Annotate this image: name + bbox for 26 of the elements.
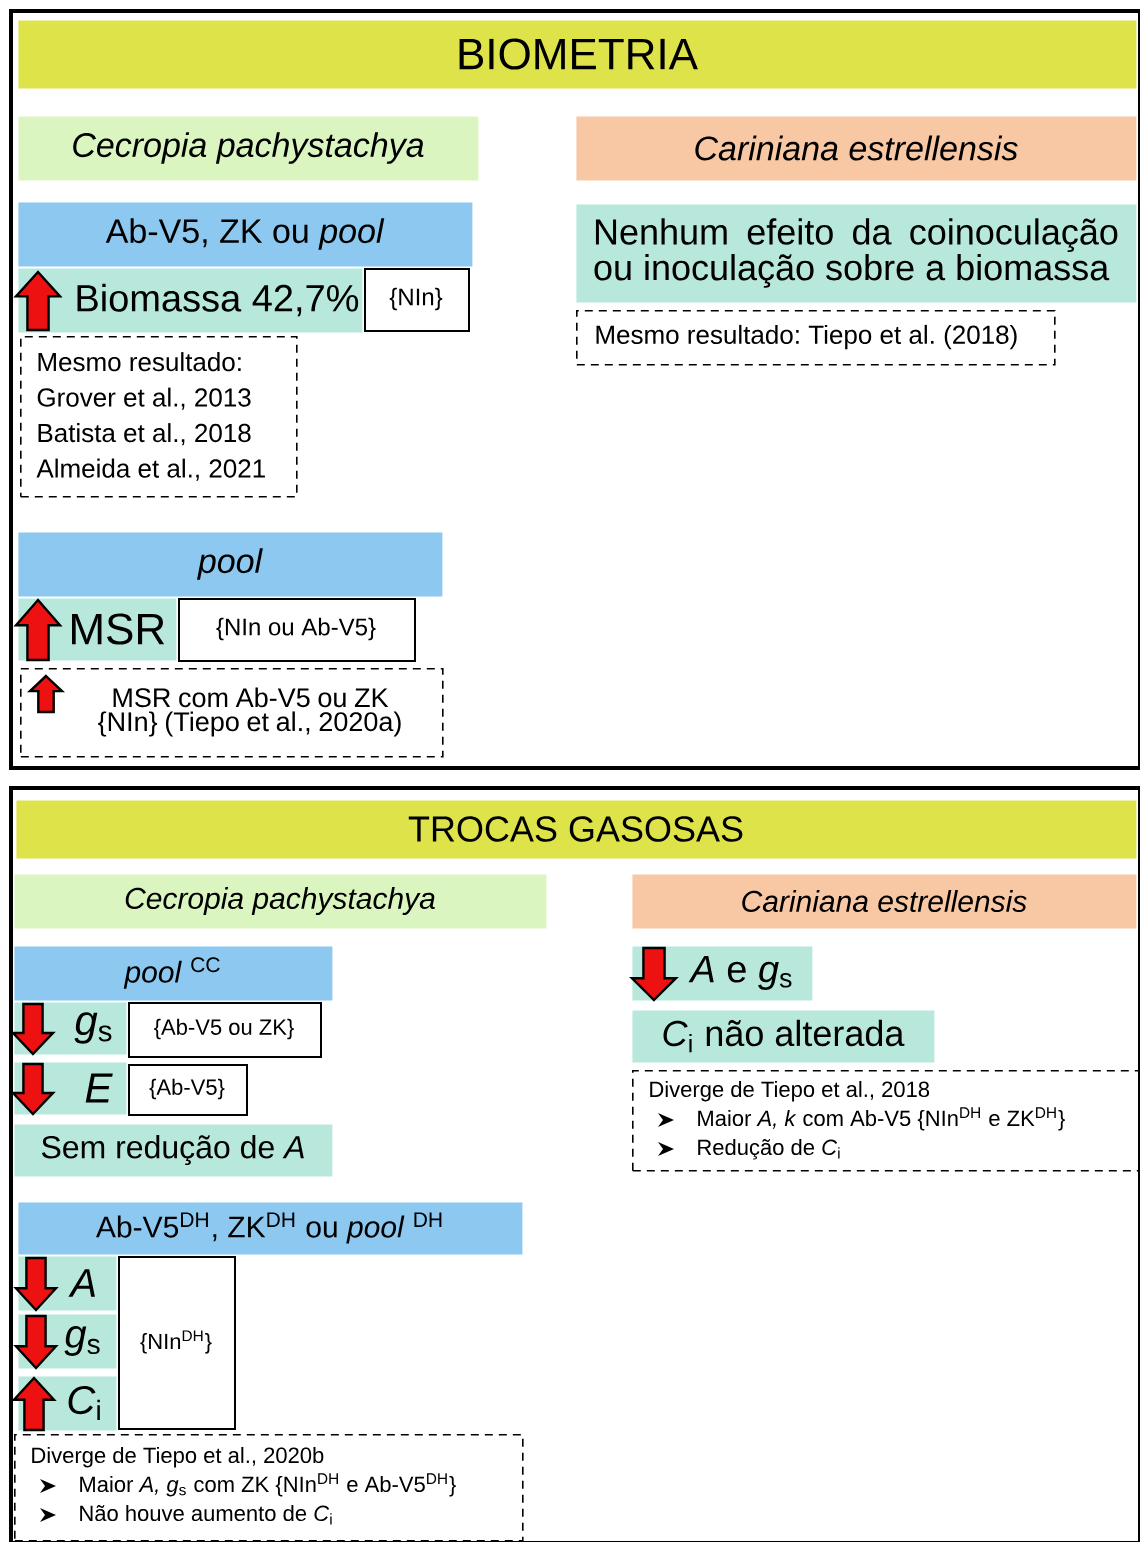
title-band: TROCAS GASOSAS: [16, 800, 1137, 859]
condition-box: {NIn$^{DH}$}: [118, 1256, 236, 1430]
species-band: Cecropia pachystachya: [14, 874, 547, 929]
treatment-band: pool $^{CC}$: [14, 946, 333, 1001]
species-band: Cecropia pachystachya: [18, 116, 479, 181]
panel-frame: [9, 9, 1140, 770]
condition-box: {Ab-V5}: [128, 1064, 248, 1116]
note-box: Diverge de Tiepo et al., 2020b Maior A, g$_{s}$ com ZK {NIn$^{DH}$ e Ab-V5$^{DH}$} Não houve aumento de C$_{i}$: [14, 1434, 524, 1542]
result-box: Biomassa 42,7%: [18, 268, 363, 333]
condition-box: {Ab-V5 ou ZK}: [128, 1002, 322, 1058]
result-box: C$_{i}$ não alterada: [632, 1010, 935, 1063]
treatment-band: Ab-V5, ZK ou pool: [18, 202, 473, 267]
condition-box: {NIn ou Ab-V5}: [178, 598, 416, 662]
condition-box: {NIn}: [364, 268, 470, 332]
result-box: Nenhum efeito da coinoculação ou inoculação sobre a biomassa: [576, 204, 1137, 303]
panel-frame: [9, 786, 1140, 1542]
note-box: Mesmo resultado: Tiepo et al. (2018): [576, 310, 1056, 366]
note-box: Diverge de Tiepo et al., 2018 Maior A, k com Ab-V5 {NIn$^{DH}$ e ZK$^{DH}$} Redução de C$_{i}$: [632, 1070, 1140, 1172]
species-band: Cariniana estrellensis: [632, 874, 1137, 929]
title-band: BIOMETRIA: [18, 20, 1137, 89]
note-box: MSR com Ab-V5 ou ZK {NIn} (Tiepo et al., 2020a): [20, 668, 444, 758]
treatment-band: pool: [18, 532, 443, 597]
treatment-band: Ab-V5$^{DH}$, ZK$^{DH}$ ou pool $^{DH}$: [18, 1202, 523, 1255]
species-band: Cariniana estrellensis: [576, 116, 1137, 181]
result-box: Sem redução de A: [14, 1124, 333, 1177]
note-box: Mesmo resultado: Grover et al., 2013 Batista et al., 2018 Almeida et al., 2021: [20, 336, 298, 498]
